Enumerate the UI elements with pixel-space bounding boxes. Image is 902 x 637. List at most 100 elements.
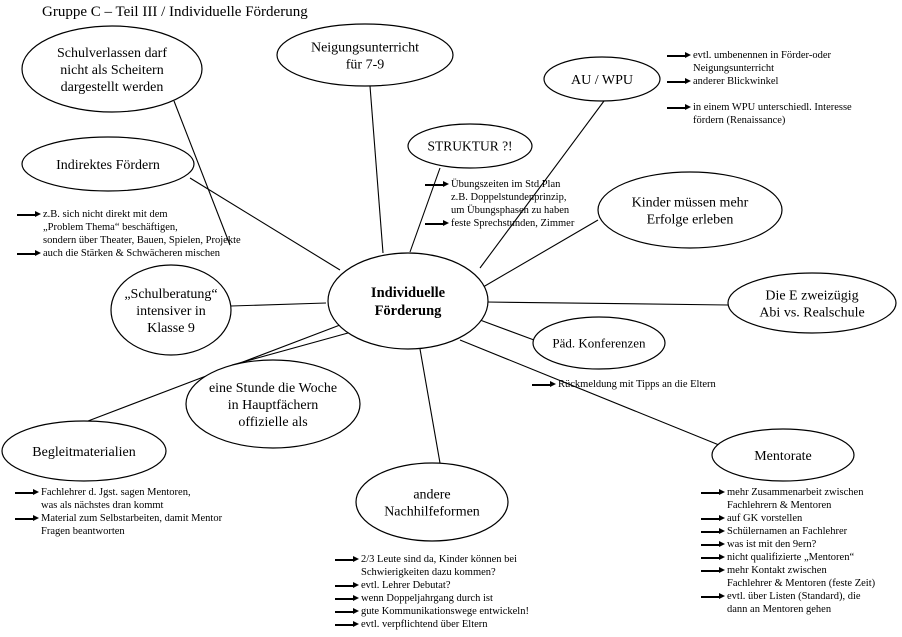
- note-text: z.B. Doppelstundenprinzip,: [451, 192, 567, 203]
- note-text: nicht qualifizierte „Mentoren“: [727, 552, 855, 563]
- node-kinder-erfolge-label: Erfolge erleben: [647, 212, 734, 227]
- note-text: feste Sprechstunden, Zimmer: [451, 218, 575, 229]
- arrow-right-icon: [667, 104, 691, 110]
- note-line: auch die Stärken & Schwächeren mischen: [17, 247, 241, 260]
- note-text: gute Kommunikationswege entwickeln!: [361, 606, 529, 617]
- node-stunde-woche-label: in Hauptfächern: [228, 398, 319, 413]
- node-schulberatung-label: Klasse 9: [147, 321, 195, 336]
- node-schulverlassen-ellipse: [21, 25, 203, 113]
- node-au-wpu: AU / WPU: [543, 56, 661, 102]
- arrow-right-icon: [335, 608, 359, 614]
- note-line: auf GK vorstellen: [701, 512, 875, 525]
- node-indirekt: Indirektes Fördern: [21, 136, 195, 192]
- spoke-schulberatung: [230, 302, 327, 307]
- note-line: Neigungsunterricht: [693, 62, 852, 75]
- arrow-right-icon: [17, 211, 41, 217]
- arrow-right-icon: [532, 381, 556, 387]
- note-text: um Übungsphasen zu haben: [451, 205, 570, 216]
- node-neigung-ellipse: [276, 23, 454, 87]
- note-line: anderer Blickwinkel: [667, 75, 852, 88]
- note-text: Fachlehrer & Mentoren (feste Zeit): [727, 578, 876, 589]
- note-text: wenn Doppeljahrgang durch ist: [361, 593, 493, 604]
- note-line: „Problem Thema“ beschäftigen,: [43, 221, 241, 234]
- node-neigung: Neigungsunterricht für 7-9: [276, 23, 454, 87]
- node-neigung-label: Neigungsunterricht: [311, 40, 419, 55]
- note-line: mehr Zusammenarbeit zwischen: [701, 486, 875, 499]
- node-schulverlassen-label: Schulverlassen darf: [57, 46, 167, 61]
- note-text: in einem WPU unterschiedl. Interesse: [693, 102, 852, 113]
- note-text: Fachlehrer d. Jgst. sagen Mentoren,: [41, 487, 191, 498]
- note-struktur: Übungszeiten im Std.Plan z.B. Doppelstund…: [425, 178, 575, 230]
- center-node-label: Individuelle: [371, 285, 446, 301]
- node-struktur-label: STRUKTUR ?!: [427, 139, 512, 154]
- note-begleitmaterialien: Fachlehrer d. Jgst. sagen Mentoren, was a…: [15, 486, 223, 538]
- node-au-wpu-ellipse: [543, 56, 661, 102]
- note-line: Rückmeldung mit Tipps an die Eltern: [532, 378, 716, 391]
- spoke-struktur: [409, 167, 441, 253]
- note-text: z.B. sich nicht direkt mit dem: [43, 209, 168, 220]
- node-stunde-woche-ellipse: [185, 359, 361, 449]
- node-kinder-erfolge-label: Kinder müssen mehr: [632, 195, 749, 210]
- node-schulverlassen-label: dargestellt werden: [61, 80, 164, 95]
- arrow-right-icon: [701, 567, 725, 573]
- note-text: „Problem Thema“ beschäftigen,: [43, 222, 178, 233]
- note-line: um Übungsphasen zu haben: [451, 204, 574, 217]
- arrow-right-icon: [701, 528, 725, 534]
- note-text: Rückmeldung mit Tipps an die Eltern: [558, 379, 716, 390]
- note-line: [693, 88, 852, 101]
- node-stunde-woche-label: offizielle als: [238, 415, 307, 430]
- note-text: sondern über Theater, Bauen, Spielen, Pr…: [43, 235, 241, 246]
- note-line: gute Kommunikationswege entwickeln!: [335, 605, 529, 618]
- arrow-right-icon: [701, 489, 725, 495]
- note-indirekt: z.B. sich nicht direkt mit dem „Problem T…: [17, 208, 241, 260]
- node-schulberatung: „Schulberatung“ intensiver in Klasse 9: [110, 264, 232, 356]
- node-mentorate: Mentorate: [711, 428, 855, 482]
- node-indirekt-ellipse: [21, 136, 195, 192]
- node-e-zweizuegig-label: Die E zweizügig: [765, 288, 858, 303]
- note-text: auf GK vorstellen: [727, 513, 803, 524]
- node-begleitmaterialien: Begleitmaterialien: [1, 420, 167, 482]
- note-text: auch die Stärken & Schwächeren mischen: [43, 248, 220, 259]
- node-nachhilfe-label: andere: [413, 487, 450, 502]
- spoke-kinder-erfolge: [477, 219, 599, 291]
- note-text: Übungszeiten im Std.Plan: [451, 179, 561, 190]
- note-text: Schwierigkeiten dazu kommen?: [361, 567, 496, 578]
- node-mentorate-ellipse: [711, 428, 855, 482]
- arrow-right-icon: [701, 541, 725, 547]
- note-line: in einem WPU unterschiedl. Interesse: [667, 101, 852, 114]
- spoke-stunde-woche: [231, 332, 349, 366]
- node-nachhilfe-label: Nachhilfeformen: [384, 504, 480, 519]
- note-line: Übungszeiten im Std.Plan: [425, 178, 574, 191]
- spoke-nachhilfe: [419, 348, 441, 464]
- node-paed-konferenzen-ellipse: [532, 316, 666, 370]
- note-text: Material zum Selbstarbeiten, damit Mento…: [41, 513, 223, 524]
- node-e-zweizuegig-ellipse: [727, 272, 897, 334]
- node-e-zweizuegig-label: Abi vs. Realschule: [759, 305, 864, 320]
- note-line: sondern über Theater, Bauen, Spielen, Pr…: [43, 234, 241, 247]
- note-line: Fachlehrer & Mentoren (feste Zeit): [727, 577, 875, 590]
- node-begleitmaterialien-label: Begleitmaterialien: [32, 445, 135, 460]
- node-schulberatung-label: intensiver in: [136, 304, 206, 319]
- note-line: dann an Mentoren gehen: [727, 603, 875, 616]
- node-schulberatung-label: „Schulberatung“: [124, 287, 217, 302]
- note-line: 2/3 Leute sind da, Kinder können bei: [335, 553, 529, 566]
- spoke-mentorate: [459, 339, 720, 446]
- node-au-wpu-label: AU / WPU: [571, 73, 633, 88]
- note-line: Schwierigkeiten dazu kommen?: [361, 566, 529, 579]
- note-text: anderer Blickwinkel: [693, 76, 779, 87]
- note-line: fördern (Renaissance): [693, 114, 852, 127]
- node-nachhilfe-ellipse: [355, 462, 509, 542]
- node-neigung-label: für 7-9: [346, 57, 385, 72]
- note-paed-konferenzen: Rückmeldung mit Tipps an die Eltern: [532, 378, 716, 391]
- note-text: Neigungsunterricht: [693, 63, 775, 74]
- note-text: was als nächstes dran kommt: [41, 500, 164, 511]
- node-schulberatung-ellipse: [110, 264, 232, 356]
